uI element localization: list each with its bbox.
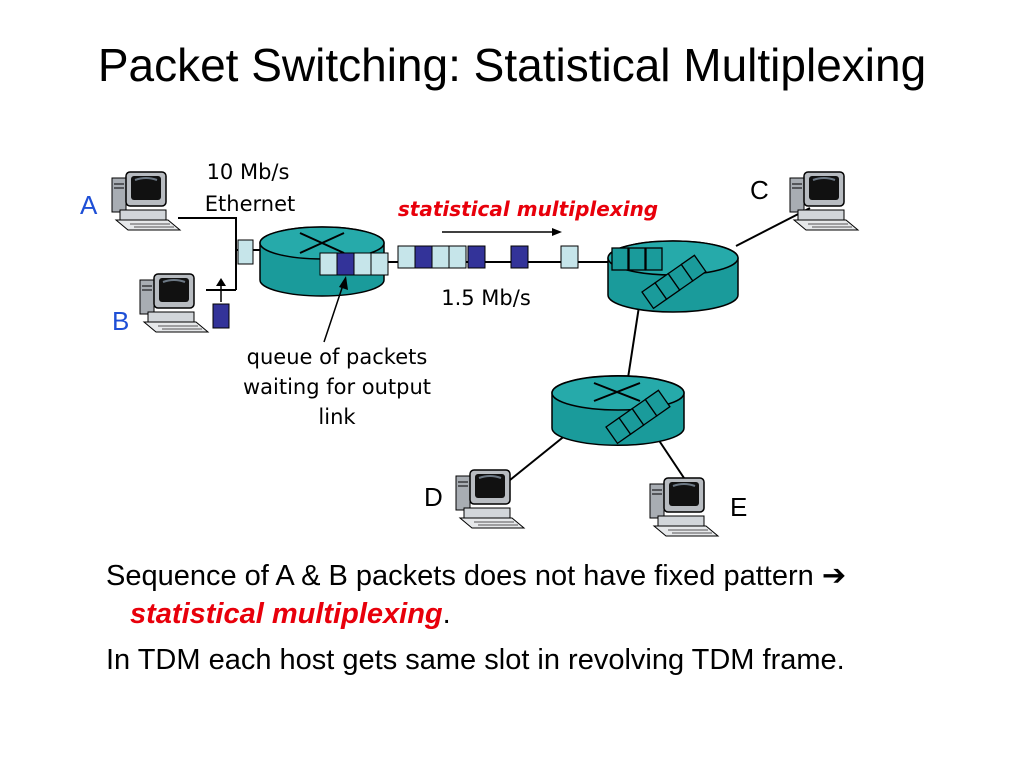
link-type-label: Ethernet [205, 192, 295, 216]
router-queue [319, 252, 389, 276]
host-e-computer-icon [649, 477, 719, 537]
trunk-speed-label: 1.5 Mb/s [441, 286, 531, 310]
host-b-label: B [112, 306, 129, 336]
queue-label-line3: link [318, 405, 356, 429]
bullet-1-end: . [442, 598, 451, 630]
packet-a-incoming [237, 239, 254, 265]
host-a-computer-icon [111, 171, 181, 231]
link-speed-label: 10 Mb/s [207, 160, 290, 184]
host-c-computer-icon [789, 171, 859, 231]
host-a-label: A [80, 190, 98, 220]
queue-label-line2: waiting for output [243, 375, 431, 399]
host-c-label: C [750, 175, 769, 205]
slide-bullets: Sequence of A & B packets does not have … [106, 556, 926, 687]
bullet-1-emphasis: statistical multiplexing [130, 598, 443, 630]
packet-b-incoming [212, 303, 230, 329]
mux-label: statistical multiplexing [398, 197, 658, 221]
host-d-computer-icon [455, 469, 525, 529]
host-e-label: E [730, 492, 747, 522]
arrow-right-icon: ➔ [821, 558, 847, 592]
bullet-2: In TDM each host gets same slot in revol… [106, 644, 845, 676]
router-bottom-slots [605, 389, 671, 445]
host-d-label: D [424, 482, 443, 512]
slide-title: Packet Switching: Statistical Multiplexi… [97, 39, 927, 91]
bullet-1: Sequence of A & B packets does not have … [106, 556, 926, 633]
queue-label-line1: queue of packets [247, 345, 428, 369]
packet-train [397, 245, 579, 269]
host-b-computer-icon [139, 273, 209, 333]
router-right-slots [611, 247, 707, 310]
bullet-1-text: Sequence of A & B packets does not have … [106, 560, 822, 592]
